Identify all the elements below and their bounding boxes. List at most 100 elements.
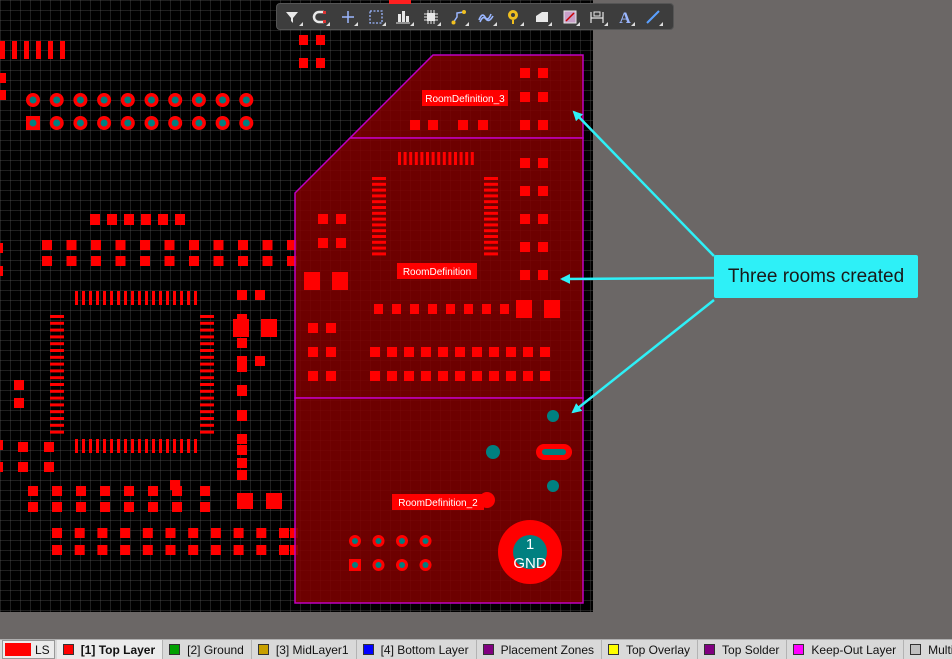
room-tool-button[interactable] [558,6,581,28]
layer-set-label: LS [35,642,50,657]
pad [326,371,336,381]
pad [438,347,448,357]
connector-pin-hole [375,538,382,544]
layer-set-button[interactable]: LS [2,640,55,659]
pad [484,188,498,192]
pad [538,120,548,130]
layer-tab[interactable]: [3] MidLayer1 [252,640,357,659]
pad [50,355,64,359]
filter-tool-button[interactable] [281,6,304,28]
pad [290,545,298,555]
pad [464,304,473,314]
header-pin-hole [219,96,227,104]
align-tool-button[interactable] [392,6,415,28]
polygon-tool-button[interactable] [530,6,553,28]
pad [538,68,548,78]
pad [414,152,418,165]
pad [290,528,298,538]
pad [387,347,397,357]
pad [266,493,282,509]
diff-pair-tool-button[interactable] [475,6,498,28]
pad [0,266,3,276]
pad [506,347,516,357]
pad [138,439,141,453]
dimension-tool-button[interactable] [586,6,609,28]
pad [404,347,414,357]
route-tool-button[interactable] [309,6,332,28]
pad [124,214,134,225]
text-tool-button[interactable]: A [614,6,637,28]
filter-icon [286,11,299,23]
layer-tab[interactable]: Multi-Layer [904,640,952,659]
via-tool-button[interactable] [503,6,526,28]
pad [36,41,41,59]
connector-pin-hole [352,562,358,568]
pad [14,398,24,408]
pad [124,291,127,305]
room-labels: RoomDefinition_3 RoomDefinition RoomDefi… [392,90,508,510]
pad [404,371,414,381]
layer-tab-label: [4] Bottom Layer [380,642,469,657]
layer-tab[interactable]: Placement Zones [477,640,602,659]
pad [233,528,244,538]
layer-tab[interactable]: [1] Top Layer [56,640,164,659]
dropdown-indicator-icon [492,21,497,26]
pad [0,462,3,472]
line-tool-button[interactable] [641,6,664,28]
pad [520,120,530,130]
pad [200,430,214,434]
layer-color-swatch [608,644,619,655]
pad [200,410,214,414]
pad [237,445,247,455]
pad [233,319,249,337]
cross-tool-button[interactable] [336,6,359,28]
layer-tab[interactable]: Top Overlay [602,640,699,659]
select-tool-button[interactable] [364,6,387,28]
layer-tab[interactable]: Keep-Out Layer [787,640,905,659]
dimension-icon [590,11,604,23]
pad [189,256,199,266]
pad [237,493,253,509]
pad [145,291,148,305]
layer-color-swatch [62,644,74,655]
gnd-pad[interactable]: 1 GND [498,520,562,584]
pcb-drawing[interactable]: RoomDefinition_3 RoomDefinition RoomDefi… [0,0,593,612]
component-tool-button[interactable] [420,6,443,28]
pad [44,442,54,452]
pad [90,214,100,225]
pad [14,380,24,390]
pad [50,376,64,380]
pad [0,90,6,100]
pad [188,528,199,538]
pad [318,238,328,248]
room-component-pads [304,68,572,571]
pad [50,403,64,407]
pad [520,186,530,196]
dropdown-indicator-icon [437,21,442,26]
pad [0,73,6,83]
pad [200,417,214,420]
via [547,410,559,422]
pad [387,371,397,381]
header-pin-hole [76,96,84,104]
pcb-canvas[interactable]: RoomDefinition_3 RoomDefinition RoomDefi… [0,0,593,612]
room-definitions[interactable] [294,54,584,604]
header-pin-hole [171,119,179,127]
layer-tab[interactable]: Top Solder [698,640,788,659]
gnd-pad-number: 1 [526,536,534,553]
pad [472,371,482,381]
pad [484,246,498,250]
pad [237,362,247,372]
pad [74,528,85,538]
interactive-route-tool-button[interactable] [447,6,470,28]
pad [50,423,64,427]
layer-tab[interactable]: [2] Ground [163,640,252,659]
dropdown-indicator-icon [465,21,470,26]
pad [484,223,498,227]
current-layer-swatch [5,643,31,656]
pad [484,229,498,233]
pad [89,439,92,453]
gnd-pad-net: GND [513,555,547,572]
layer-tab[interactable]: [4] Bottom Layer [357,640,477,659]
pad [372,223,386,227]
